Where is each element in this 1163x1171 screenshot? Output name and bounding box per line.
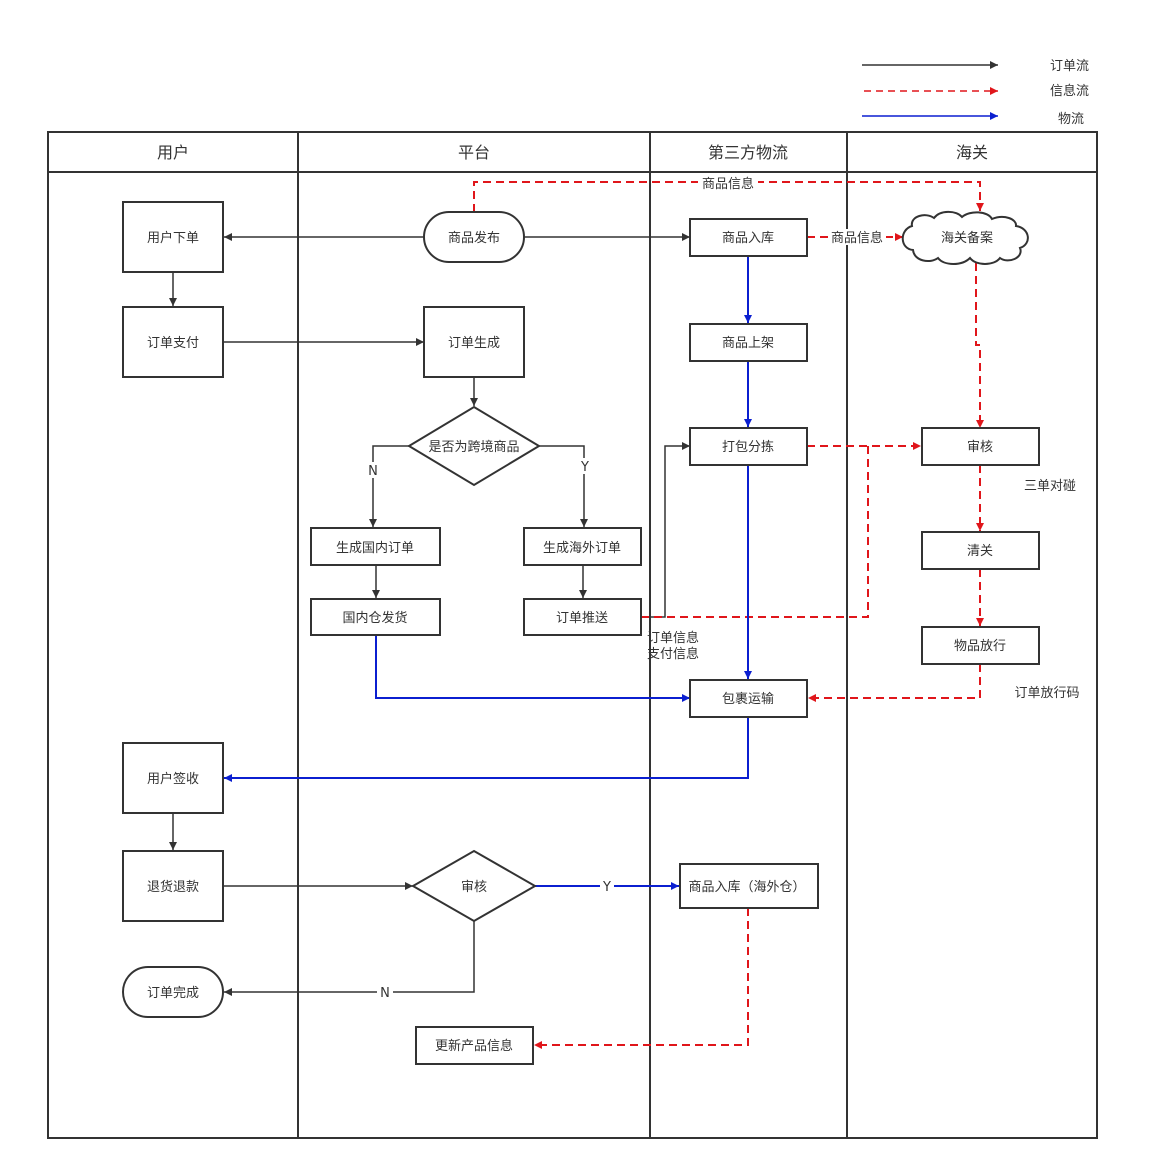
edge-record-to-audit	[975, 263, 984, 428]
node-goods-in-overseas[interactable]: 商品入库（海外仓）	[679, 863, 819, 909]
legend-logistics-flow-label: 物流	[1058, 112, 1084, 127]
node-update-product[interactable]: 更新产品信息	[415, 1026, 534, 1065]
label-goods-info-mid: 商品信息	[831, 230, 883, 246]
node-domestic-ship[interactable]: 国内仓发货	[310, 598, 441, 636]
node-parcel-transport-label: 包裹运输	[722, 691, 774, 707]
edge-review-n-to-done	[224, 921, 475, 996]
edge-decision-y	[539, 445, 588, 527]
node-user-sign-label: 用户签收	[147, 771, 199, 787]
node-goods-in-label: 商品入库	[722, 230, 774, 246]
node-user-sign[interactable]: 用户签收	[122, 742, 224, 814]
node-domestic-order[interactable]: 生成国内订单	[310, 527, 441, 566]
node-goods-shelf[interactable]: 商品上架	[689, 323, 808, 362]
node-customs-audit[interactable]: 审核	[921, 427, 1040, 466]
node-goods-release-label: 物品放行	[954, 639, 1006, 654]
edge-push-info-to-audit	[641, 446, 869, 618]
node-is-crossborder-decision[interactable]: 是否为跨境商品	[407, 405, 541, 487]
node-overseas-order-label: 生成海外订单	[543, 541, 621, 556]
node-domestic-order-label: 生成国内订单	[336, 540, 414, 556]
edge-overseas-in-to-update	[534, 908, 749, 1049]
edge-release-code-to-transport	[808, 664, 981, 702]
node-pack-sort-label: 打包分拣	[722, 440, 774, 455]
node-clearance[interactable]: 清关	[921, 531, 1040, 570]
label-three-check: 三单对碰	[1024, 479, 1076, 494]
node-order-push[interactable]: 订单推送	[523, 598, 642, 636]
node-review-return-label: 审核	[461, 880, 487, 895]
label-y-return: Y	[602, 880, 611, 895]
lane-title-customs: 海关	[956, 143, 988, 162]
lane-title-user: 用户	[157, 143, 189, 162]
edge-labels: 商品信息 商品信息 N Y 订单信息 支付信息 三单对碰 订单放行码 Y N	[365, 175, 1080, 1001]
node-clearance-label: 清关	[967, 544, 993, 559]
swimlane-border	[47, 131, 1098, 1139]
lane-title-platform: 平台	[458, 143, 490, 162]
label-pay-info: 支付信息	[647, 646, 699, 662]
node-goods-release[interactable]: 物品放行	[921, 626, 1040, 665]
edges	[169, 181, 984, 1049]
node-update-product-label: 更新产品信息	[435, 1038, 513, 1054]
edge-domestic-ship-to-transport	[375, 635, 690, 702]
edge-transport-to-sign	[224, 717, 749, 782]
lane-title-logistics: 第三方物流	[708, 143, 788, 162]
node-domestic-ship-label: 国内仓发货	[342, 610, 407, 626]
node-pack-sort[interactable]: 打包分拣	[689, 427, 808, 466]
label-order-info: 订单信息	[647, 630, 699, 646]
node-order-create[interactable]: 订单生成	[423, 306, 525, 378]
edge-push-to-pack-sort	[641, 442, 690, 618]
node-parcel-transport[interactable]: 包裹运输	[689, 679, 808, 718]
node-user-order[interactable]: 用户下单	[122, 201, 224, 273]
edge-publish-goods-info-to-record	[473, 181, 984, 212]
node-goods-shelf-label: 商品上架	[722, 336, 774, 351]
node-order-create-label: 订单生成	[448, 336, 500, 351]
label-goods-info-top: 商品信息	[702, 176, 754, 192]
swimlane-frame: 用户 平台 第三方物流 海关	[47, 131, 1098, 1139]
label-n-branch: N	[368, 464, 378, 479]
legend-info-flow-label: 信息流	[1050, 83, 1089, 99]
node-order-pay[interactable]: 订单支付	[122, 306, 224, 378]
node-return-refund[interactable]: 退货退款	[122, 850, 224, 922]
node-return-refund-label: 退货退款	[147, 879, 199, 895]
node-order-push-label: 订单推送	[556, 611, 608, 626]
node-customs-record[interactable]: 海关备案	[901, 210, 1029, 265]
node-customs-record-label: 海关备案	[941, 230, 993, 246]
label-release-code: 订单放行码	[1014, 686, 1079, 701]
node-overseas-order[interactable]: 生成海外订单	[523, 527, 642, 566]
node-customs-audit-label: 审核	[967, 440, 993, 455]
node-order-pay-label: 订单支付	[147, 336, 199, 351]
node-product-publish[interactable]: 商品发布	[423, 211, 525, 263]
node-order-done-label: 订单完成	[147, 986, 199, 1001]
node-review-return-decision[interactable]: 审核	[410, 849, 538, 923]
edge-decision-n	[369, 445, 409, 527]
legend-order-flow-label: 订单流	[1050, 59, 1089, 74]
node-order-done[interactable]: 订单完成	[122, 966, 224, 1018]
node-is-crossborder-label: 是否为跨境商品	[428, 440, 519, 455]
node-product-publish-label: 商品发布	[448, 230, 500, 246]
label-y-branch: Y	[580, 460, 589, 475]
node-user-order-label: 用户下单	[147, 230, 199, 246]
legend: 订单流 信息流 物流	[862, 59, 1089, 127]
nodes: 用户下单 订单支付 用户签收 退货退款 订单完成 商品发布 订单生成	[122, 201, 1040, 1065]
node-goods-in[interactable]: 商品入库	[689, 218, 808, 257]
label-n-return: N	[380, 986, 390, 1001]
node-goods-in-overseas-label: 商品入库（海外仓）	[688, 879, 805, 895]
cloud-shape	[901, 210, 1029, 265]
